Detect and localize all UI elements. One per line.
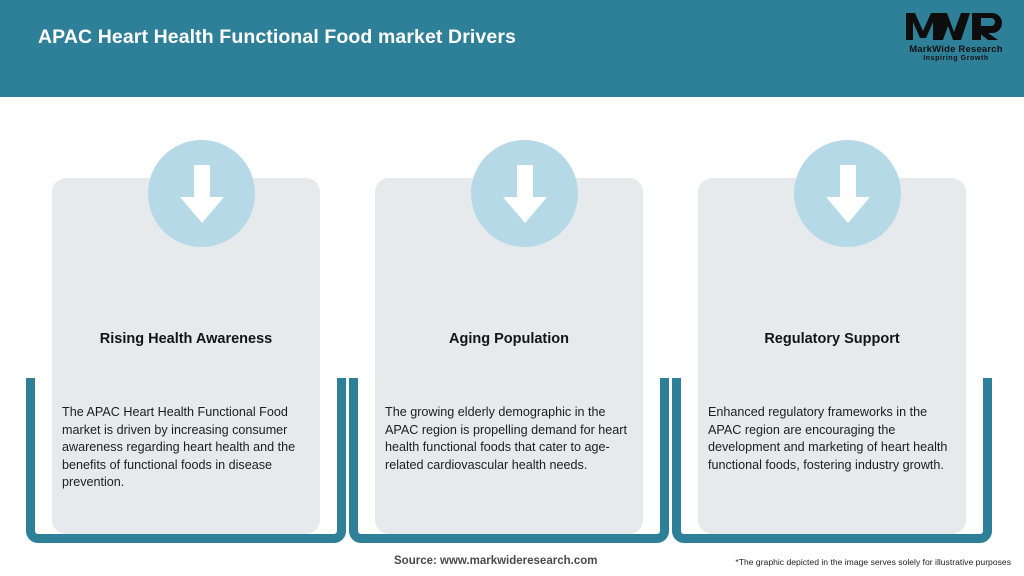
disclaimer-label: *The graphic depicted in the image serve…	[735, 557, 1011, 567]
brand-logo[interactable]: MarkWide Research Inspiring Growth	[904, 8, 1008, 70]
source-label: Source: www.markwideresearch.com	[394, 555, 598, 567]
down-arrow-icon	[471, 140, 578, 247]
card-title: Regulatory Support	[764, 331, 900, 347]
down-arrow-icon	[794, 140, 901, 247]
card-title: Rising Health Awareness	[99, 331, 273, 347]
card-body-text: The growing elderly demographic in the A…	[385, 405, 627, 472]
content-area: Rising Health Awareness The APAC Heart H…	[0, 97, 1024, 576]
logo-company-name: MarkWide Research	[909, 44, 1003, 55]
card-title: Aging Population	[448, 331, 569, 347]
card-body-text: The APAC Heart Health Functional Food ma…	[62, 405, 296, 489]
accent-frame	[349, 378, 669, 543]
accent-frame	[672, 378, 992, 543]
down-arrow-icon	[148, 140, 255, 247]
logo-tagline: Inspiring Growth	[923, 55, 989, 62]
accent-frame	[26, 378, 346, 543]
header-bar: APAC Heart Health Functional Food market…	[0, 0, 1024, 97]
card-body-text: Enhanced regulatory frameworks in the AP…	[708, 405, 948, 472]
mwr-logo-icon	[906, 13, 1002, 40]
page-title: APAC Heart Health Functional Food market…	[38, 26, 516, 48]
